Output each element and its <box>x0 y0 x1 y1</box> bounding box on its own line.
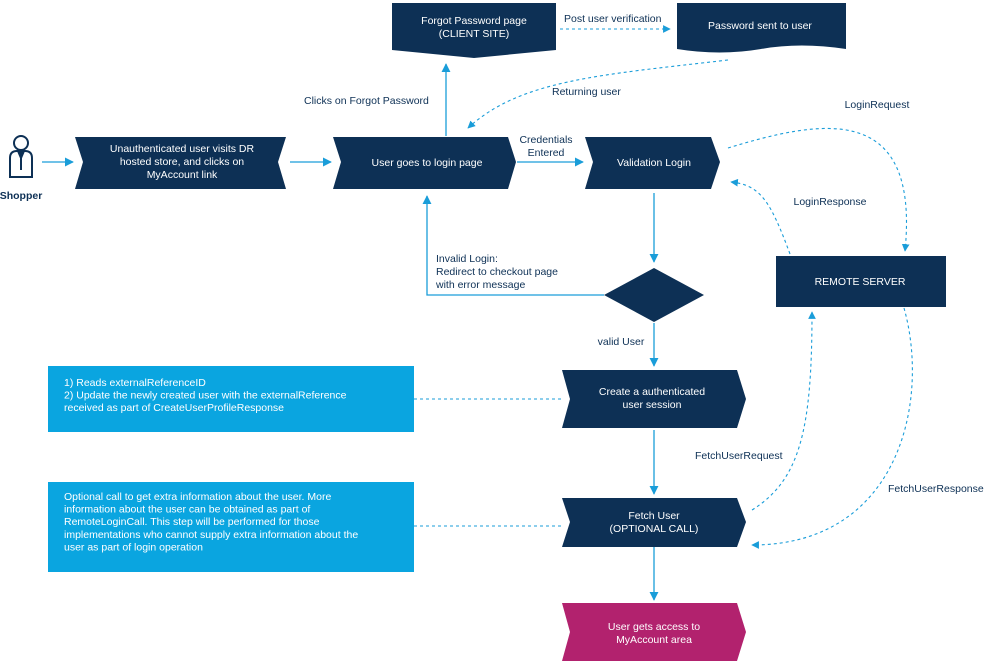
text-line: LoginRequest <box>845 99 910 111</box>
forgot-click-label: Clicks on Forgot Password <box>304 95 429 107</box>
text-line: 2) Update the newly created user with th… <box>64 390 347 402</box>
text-line: (OPTIONAL CALL) <box>610 523 699 535</box>
text-line: Clicks on Forgot Password <box>304 95 429 107</box>
text-line: user as part of login operation <box>64 541 203 553</box>
login-response-label: LoginResponse <box>794 196 867 208</box>
text-line: valid User <box>598 336 645 348</box>
dashed-connectors <box>414 25 913 549</box>
text-line: FetchUserRequest <box>695 450 783 462</box>
node-validation-login: Validation Login <box>585 137 720 189</box>
decision-diamond <box>604 268 704 322</box>
text-line: user session <box>623 399 682 411</box>
solid-connectors <box>42 63 659 601</box>
note-optional-call: Optional call to get extra information a… <box>48 482 414 572</box>
text-line: Credentials <box>519 134 572 146</box>
text-line: 1) Reads externalReferenceID <box>64 377 206 389</box>
text-line: Post user verification <box>564 13 662 25</box>
returning-label: Returning user <box>552 86 621 98</box>
text-line: information about the user can be obtain… <box>64 504 310 516</box>
text-line: Password sent to user <box>708 20 812 32</box>
remote-text: REMOTE SERVER <box>815 276 906 288</box>
text-line: Redirect to checkout page <box>436 266 558 278</box>
text-line: MyAccount area <box>616 634 692 646</box>
text-line: LoginResponse <box>794 196 867 208</box>
text-line: REMOTE SERVER <box>815 276 906 288</box>
optional-note-text: Optional call to get extra information a… <box>64 491 358 553</box>
validation-text: Validation Login <box>617 157 691 169</box>
text-line: MyAccount link <box>147 169 218 181</box>
text-line: Optional call to get extra information a… <box>64 491 331 503</box>
text-line: Invalid Login: <box>436 253 498 265</box>
node-forgot-password: Forgot Password page(CLIENT SITE) <box>392 3 556 58</box>
login-page-text: User goes to login page <box>372 157 483 169</box>
edge-labels: Clicks on Forgot Password Post user veri… <box>304 13 984 495</box>
login-request-label: LoginRequest <box>845 99 910 111</box>
fetch-response-label: FetchUserResponse <box>888 483 984 495</box>
node-password-sent: Password sent to user <box>677 3 846 53</box>
fetch-user-text: Fetch User(OPTIONAL CALL) <box>610 510 699 535</box>
text-line: received as part of CreateUserProfileRes… <box>64 402 284 414</box>
shopper-label: Shopper <box>0 190 42 202</box>
node-login-page: User goes to login page <box>333 137 516 189</box>
text-line: with error message <box>435 279 525 291</box>
post-verify-label: Post user verification <box>564 13 662 25</box>
text-line: RemoteLoginCall. This step will be perfo… <box>64 516 320 528</box>
fetch-request-label: FetchUserRequest <box>695 450 783 462</box>
shopper-actor: Shopper <box>0 135 42 202</box>
text-line: Create a authenticated <box>599 386 705 398</box>
text-line: (CLIENT SITE) <box>439 28 509 40</box>
text-line: Validation Login <box>617 157 691 169</box>
forgot-text: Forgot Password page(CLIENT SITE) <box>421 15 527 40</box>
text-line: hosted store, and clicks on <box>120 156 244 168</box>
valid-user-label: valid User <box>598 336 645 348</box>
text-line: Entered <box>528 147 565 159</box>
pwd-sent-text: Password sent to user <box>708 20 812 32</box>
text-line: Unauthenticated user visits DR <box>110 143 255 155</box>
node-fetch-user: Fetch User(OPTIONAL CALL) <box>562 498 746 547</box>
text-line: implementations who cannot supply extra … <box>64 529 358 541</box>
text-line: User goes to login page <box>372 157 483 169</box>
text-line: User gets access to <box>608 621 700 633</box>
text-line: Returning user <box>552 86 621 98</box>
text-line: FetchUserResponse <box>888 483 984 495</box>
text-line: Forgot Password page <box>421 15 527 27</box>
person-icon <box>9 135 33 178</box>
node-remote-server: REMOTE SERVER <box>776 256 946 307</box>
text-line: Fetch User <box>628 510 680 522</box>
